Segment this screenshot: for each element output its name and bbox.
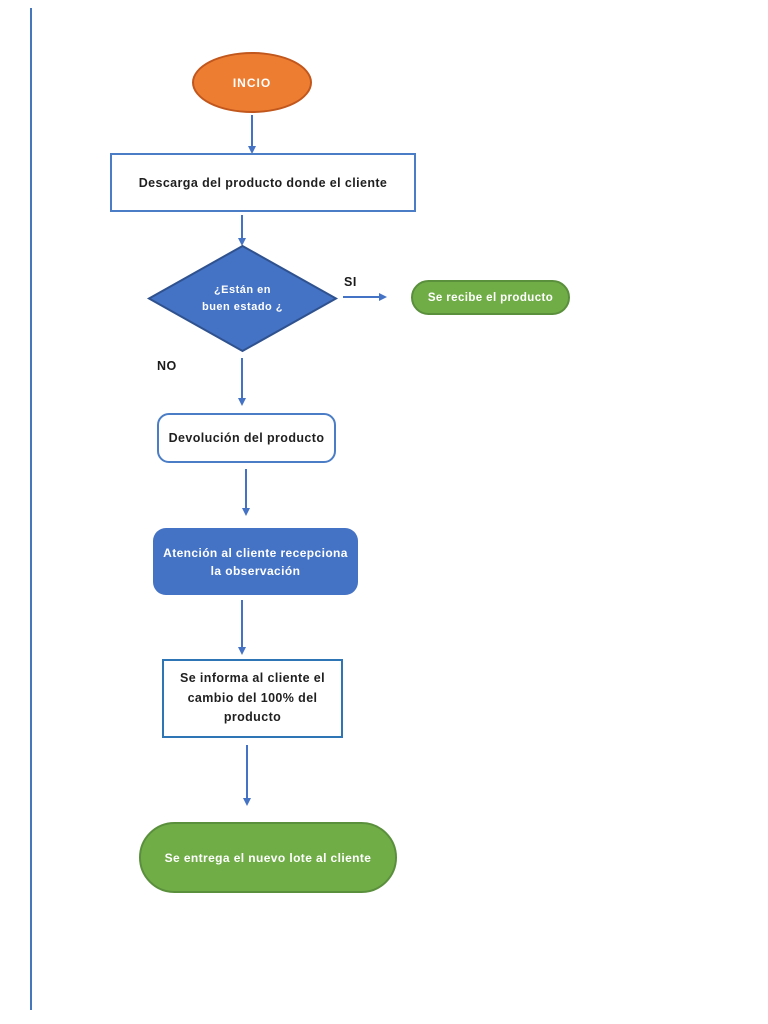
- arrow-return-to-attention: [245, 469, 247, 508]
- branch-label-no: NO: [157, 359, 177, 373]
- node-inform-line2: cambio del 100% del: [187, 690, 318, 705]
- node-inform-rect: Se informa al cliente el cambio del 100%…: [162, 659, 343, 738]
- node-return-label: Devolución del producto: [168, 431, 325, 445]
- node-attention-rounded-rect: Atención al cliente recepciona la observ…: [153, 528, 358, 595]
- arrow-decision-to-receive: [343, 296, 379, 298]
- arrow-start-to-download: [251, 115, 253, 146]
- node-decision-text: ¿Están en buen estado ¿: [146, 244, 339, 353]
- node-attention-line2: la observación: [210, 563, 301, 578]
- node-download-rect: Descarga del producto donde el cliente: [110, 153, 416, 212]
- arrow-inform-to-deliver: [246, 745, 248, 798]
- node-start-label: INCIO: [232, 75, 272, 90]
- node-start-ellipse: INCIO: [192, 52, 312, 113]
- node-deliver-stadium: Se entrega el nuevo lote al cliente: [139, 822, 397, 893]
- node-attention-line1: Atención al cliente recepciona: [163, 545, 348, 560]
- node-decision-line1: ¿Están en: [213, 284, 272, 296]
- node-deliver-label: Se entrega el nuevo lote al cliente: [164, 850, 372, 865]
- node-decision-diamond: ¿Están en buen estado ¿: [146, 244, 339, 353]
- node-download-label: Descarga del producto donde el cliente: [138, 175, 388, 190]
- node-inform-line3: producto: [223, 710, 282, 725]
- arrow-decision-to-return: [241, 358, 243, 398]
- arrow-download-to-decision: [241, 215, 243, 238]
- node-return-rounded-rect: Devolución del producto: [157, 413, 336, 463]
- node-receive-label: Se recibe el producto: [427, 291, 554, 304]
- page-edge-line: [30, 8, 32, 1010]
- arrow-attention-to-inform: [241, 600, 243, 647]
- node-inform-line1: Se informa al cliente el: [179, 671, 326, 686]
- diamond-shape-icon: [146, 244, 339, 353]
- node-decision-line2: buen estado ¿: [201, 300, 284, 313]
- branch-label-si: SI: [344, 275, 357, 289]
- node-receive-stadium: Se recibe el producto: [411, 280, 570, 315]
